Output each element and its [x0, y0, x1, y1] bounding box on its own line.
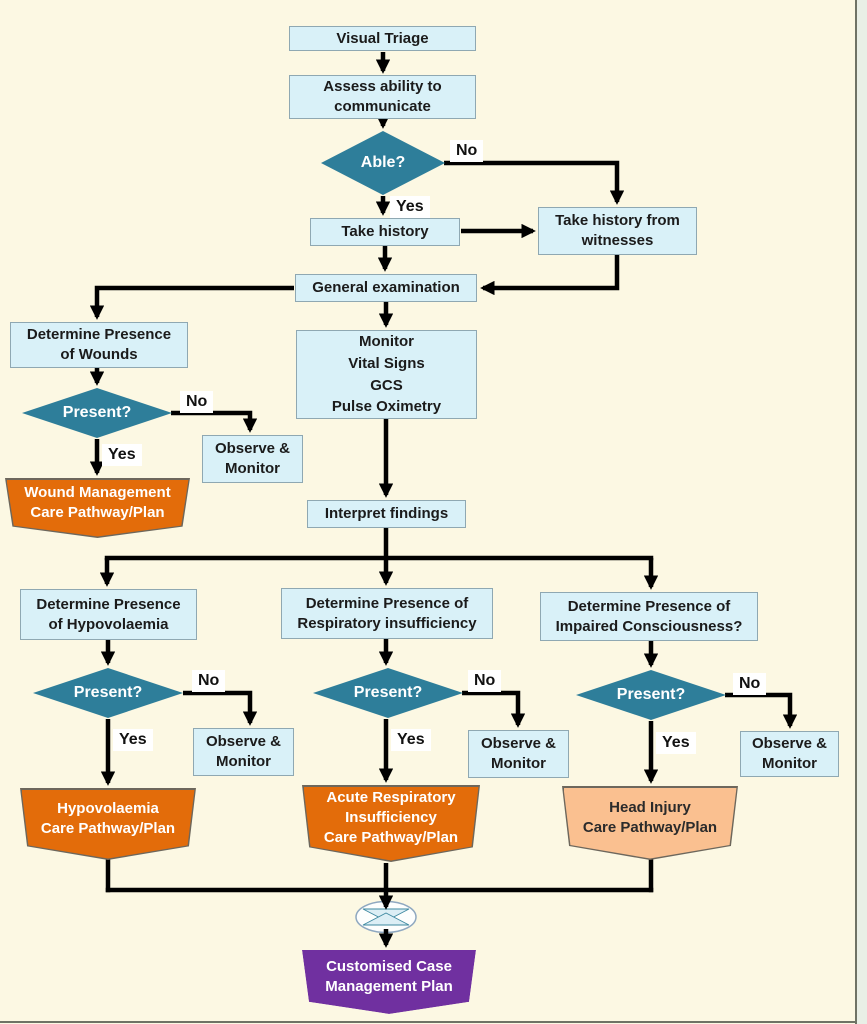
- edge-able-no-witnesses: [444, 160, 625, 205]
- label-yes-able: Yes: [390, 196, 430, 218]
- label-yes-wounds: Yes: [102, 444, 142, 466]
- label-no-consciousness: No: [733, 673, 767, 695]
- label-no-wounds: No: [180, 391, 214, 413]
- label-no-able: No: [450, 140, 484, 162]
- node-observe-monitor-respiratory: Observe & Monitor: [468, 730, 569, 778]
- node-customised-plan: Customised Case Management Plan: [302, 950, 476, 1014]
- edge-resp-no-observe: [462, 690, 526, 728]
- node-monitor-vitals: Monitor Vital Signs GCS Pulse Oximetry: [296, 330, 477, 419]
- edge-generalexam-wounds: [89, 285, 294, 320]
- node-wound-management-plan: Wound Management Care Pathway/Plan: [5, 478, 190, 538]
- label-yes-hypovolaemia: Yes: [113, 729, 153, 751]
- label-yes-respiratory: Yes: [391, 729, 431, 751]
- page-right-edge: [855, 0, 867, 1024]
- node-hypovolaemia-plan: Hypovolaemia Care Pathway/Plan: [20, 788, 196, 860]
- node-determine-respiratory: Determine Presence of Respiratory insuff…: [281, 588, 493, 639]
- edge-hypo-no-observe: [183, 690, 258, 726]
- node-take-history: Take history: [310, 218, 460, 246]
- edge-wounds-present-no-observe: [171, 410, 258, 433]
- label-no-hypovolaemia: No: [192, 670, 226, 692]
- node-acute-respiratory-plan: Acute Respiratory Insufficiency Care Pat…: [302, 785, 480, 862]
- node-observe-monitor-hypovolaemia: Observe & Monitor: [193, 728, 294, 776]
- node-observe-monitor-consciousness: Observe & Monitor: [740, 731, 839, 777]
- node-determine-wounds: Determine Presence of Wounds: [10, 322, 188, 368]
- node-take-history-witnesses: Take history from witnesses: [538, 207, 697, 255]
- page-bottom-edge: [0, 1021, 857, 1023]
- node-observe-monitor-wounds: Observe & Monitor: [202, 435, 303, 483]
- edge-impaired-no-observe: [725, 692, 798, 729]
- label-yes-consciousness: Yes: [656, 732, 696, 754]
- collate-icon: [355, 900, 417, 934]
- node-general-examination: General examination: [295, 274, 477, 302]
- node-assess-communicate: Assess ability to communicate: [289, 75, 476, 119]
- node-interpret-findings: Interpret findings: [307, 500, 466, 528]
- node-head-injury-plan: Head Injury Care Pathway/Plan: [562, 786, 738, 860]
- edge-witnesses-generalexam: [480, 255, 620, 296]
- node-determine-consciousness: Determine Presence of Impaired Conscious…: [540, 592, 758, 641]
- node-visual-triage: Visual Triage: [289, 26, 476, 51]
- label-no-respiratory: No: [468, 670, 502, 692]
- node-determine-hypovolaemia: Determine Presence of Hypovolaemia: [20, 589, 197, 640]
